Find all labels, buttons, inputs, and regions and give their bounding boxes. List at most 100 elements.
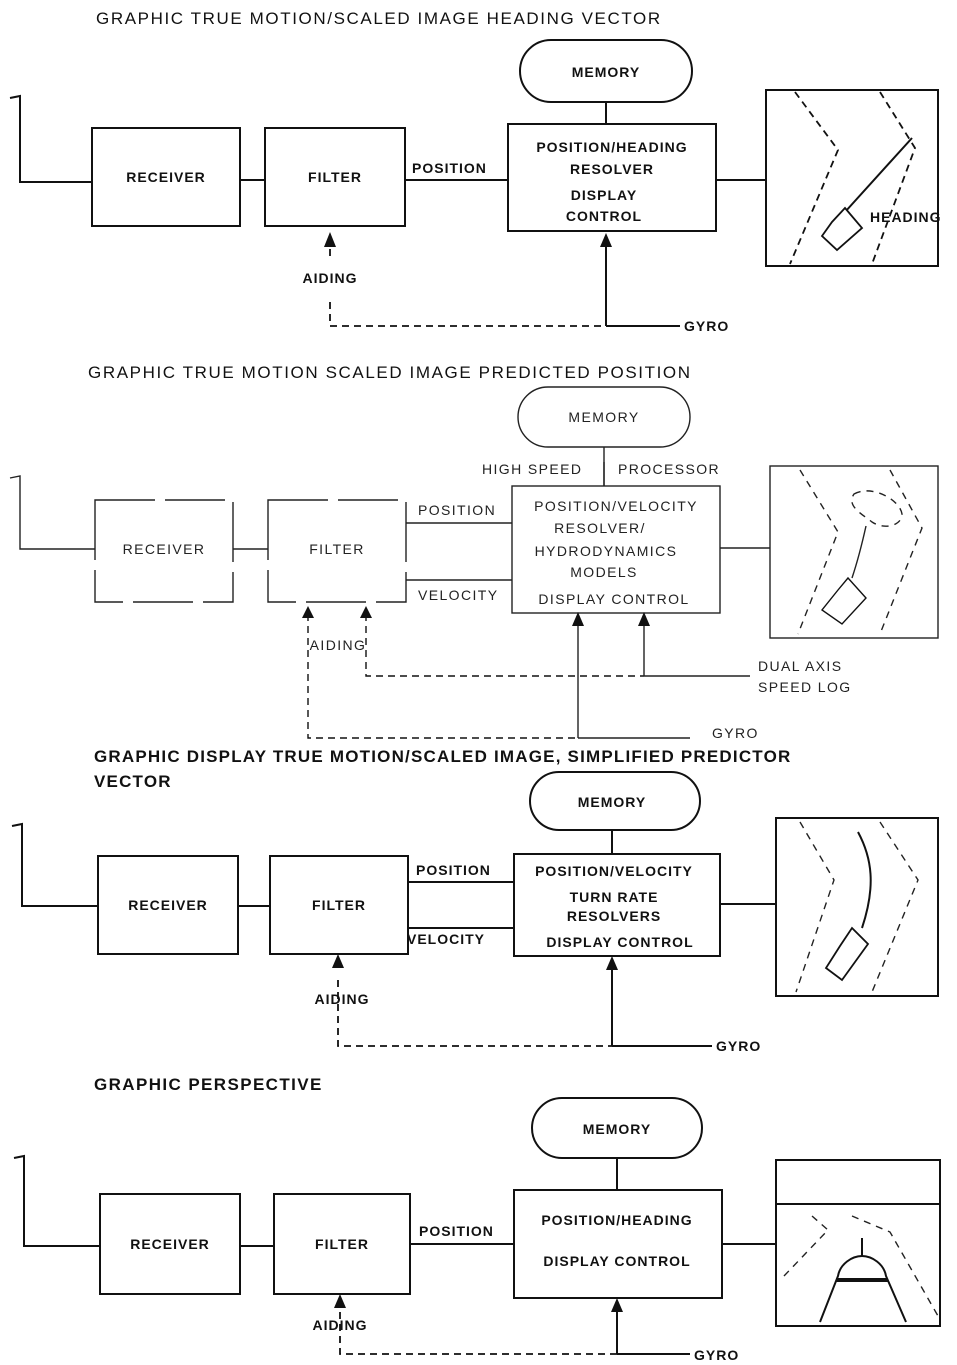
aiding-dashed-line xyxy=(307,614,578,739)
resolver-line-4: CONTROL xyxy=(566,208,642,224)
arrow-up-icon xyxy=(334,1294,346,1308)
resolver-line-4: DISPLAY CONTROL xyxy=(546,934,693,950)
antenna-icon xyxy=(13,1154,100,1247)
panel3-title-line-2: VECTOR xyxy=(94,772,172,791)
resolver-line-1: POSITION/HEADING xyxy=(541,1212,692,1228)
aiding-dashed-line xyxy=(329,302,606,327)
channel-edge-left xyxy=(797,469,839,635)
arrow-up-icon xyxy=(611,1298,623,1312)
resolver-block xyxy=(511,485,721,614)
receiver-label: RECEIVER xyxy=(126,169,206,185)
filter-label: FILTER xyxy=(315,1236,369,1252)
filter-block xyxy=(269,855,409,955)
receiver-block xyxy=(94,499,234,603)
panel3-title-line-1: GRAPHIC DISPLAY TRUE MOTION/SCALED IMAGE… xyxy=(94,747,791,766)
arrow-up-icon xyxy=(600,233,612,247)
panel-predicted-position: GRAPHIC TRUE MOTION SCALED IMAGE PREDICT… xyxy=(9,363,939,741)
panel1-title: GRAPHIC TRUE MOTION/SCALED IMAGE HEADING… xyxy=(96,9,662,28)
aiding-dashed-line xyxy=(337,980,612,1047)
resolver-block xyxy=(513,853,721,957)
resolver-line-3: HYDRODYNAMICS xyxy=(535,543,678,559)
resolver-line-3: RESOLVERS xyxy=(567,908,661,924)
speed-log-line-2: SPEED LOG xyxy=(758,679,852,695)
memory-label: MEMORY xyxy=(583,1121,651,1137)
antenna-icon xyxy=(9,94,92,183)
aiding-dashed-line xyxy=(339,1300,617,1355)
resolver-line-2: TURN RATE xyxy=(570,889,659,905)
predicted-position-outline xyxy=(851,490,903,527)
resolver-line-5: DISPLAY CONTROL xyxy=(538,591,689,607)
arrow-up-icon xyxy=(360,606,372,618)
high-speed-label: HIGH SPEED xyxy=(482,461,582,477)
arrow-up-icon xyxy=(572,612,584,626)
receiver-block xyxy=(91,127,241,227)
channel-edge-right xyxy=(871,821,919,993)
display-screen xyxy=(765,89,939,267)
predictor-track-line xyxy=(851,525,867,579)
processor-label: PROCESSOR xyxy=(618,461,720,477)
memory-label: MEMORY xyxy=(572,64,640,80)
display-screen xyxy=(775,817,939,997)
aiding-label: AIDING xyxy=(310,637,367,653)
receiver-block xyxy=(97,855,239,955)
gyro-label: GYRO xyxy=(684,318,729,334)
arrow-up-icon xyxy=(302,606,314,618)
filter-label: FILTER xyxy=(309,541,365,557)
panel-perspective: GRAPHIC PERSPECTIVE MEMORY RECEIVER FILT… xyxy=(13,1075,941,1363)
gyro-label: GYRO xyxy=(694,1347,739,1363)
aiding-label: AIDING xyxy=(303,270,358,286)
heading-vector-line xyxy=(844,137,913,213)
antenna-icon xyxy=(9,475,95,550)
receiver-block xyxy=(99,1193,241,1295)
filter-block xyxy=(264,127,406,227)
filter-label: FILTER xyxy=(312,897,366,913)
channel-edge-left xyxy=(789,91,840,265)
resolver-line-1: POSITION/VELOCITY xyxy=(535,863,693,879)
position-label: POSITION xyxy=(416,862,491,878)
arrow-up-icon xyxy=(332,954,344,968)
receiver-label: RECEIVER xyxy=(123,541,206,557)
channel-edge-right xyxy=(879,469,923,635)
panel2-title: GRAPHIC TRUE MOTION SCALED IMAGE PREDICT… xyxy=(88,363,692,382)
filter-label: FILTER xyxy=(308,169,362,185)
speed-log-line-1: DUAL AXIS xyxy=(758,658,842,674)
position-label: POSITION xyxy=(419,1223,494,1239)
ship-icon xyxy=(820,206,864,252)
aiding-dashed-line xyxy=(365,614,644,677)
memory-label: MEMORY xyxy=(568,409,639,425)
panel-simplified-predictor: GRAPHIC DISPLAY TRUE MOTION/SCALED IMAGE… xyxy=(11,747,939,1054)
memory-block xyxy=(529,771,701,831)
position-label: POSITION xyxy=(412,160,487,176)
display-screen xyxy=(775,1159,941,1327)
memory-label: MEMORY xyxy=(578,794,646,810)
resolver-line-2: DISPLAY CONTROL xyxy=(543,1253,690,1269)
receiver-label: RECEIVER xyxy=(130,1236,210,1252)
antenna-icon xyxy=(11,822,98,907)
resolver-block xyxy=(513,1189,723,1299)
filter-block xyxy=(267,499,407,603)
arrow-up-icon xyxy=(324,232,336,247)
resolver-line-2: RESOLVER/ xyxy=(554,520,646,536)
resolver-line-4: MODELS xyxy=(570,564,638,580)
aiding-label: AIDING xyxy=(315,991,370,1007)
gyro-label: GYRO xyxy=(712,725,759,741)
ship-icon xyxy=(820,576,867,625)
resolver-line-2: RESOLVER xyxy=(570,161,654,177)
channel-edge-right xyxy=(851,1215,939,1317)
resolver-block xyxy=(507,123,717,232)
velocity-label: VELOCITY xyxy=(407,931,485,947)
arrow-up-icon xyxy=(638,612,650,626)
resolver-line-1: POSITION/HEADING xyxy=(536,139,687,155)
ship-icon xyxy=(824,926,870,982)
resolver-line-3: DISPLAY xyxy=(571,187,637,203)
resolver-line-1: POSITION/VELOCITY xyxy=(534,498,698,514)
gyro-label: GYRO xyxy=(716,1038,761,1054)
channel-edge-right xyxy=(871,91,916,265)
channel-edge-left xyxy=(795,821,835,993)
predictor-vector-curve xyxy=(857,831,872,929)
filter-block xyxy=(273,1193,411,1295)
panel-heading-vector: GRAPHIC TRUE MOTION/SCALED IMAGE HEADING… xyxy=(9,9,941,334)
arrow-up-icon xyxy=(606,956,618,970)
receiver-label: RECEIVER xyxy=(128,897,208,913)
